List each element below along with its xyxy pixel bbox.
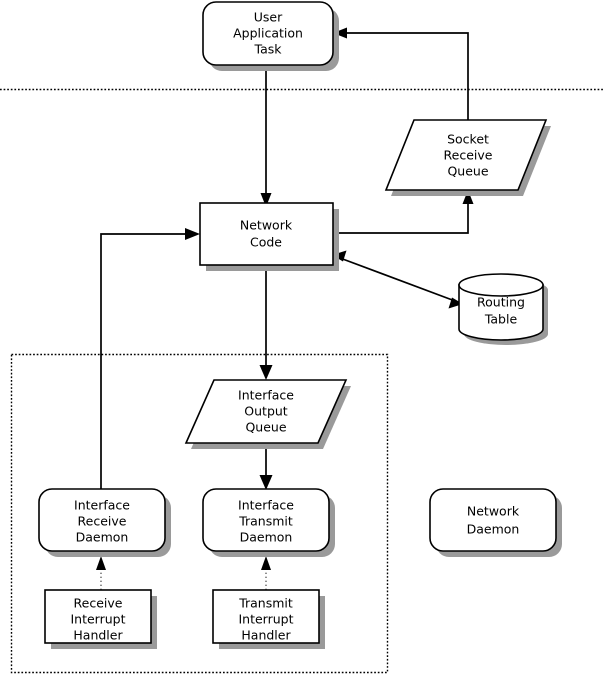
interface-transmit-daemon-label-line1: Interface: [238, 498, 294, 513]
user-application-task-label-line3: Task: [254, 42, 283, 57]
socket-receive-queue-box: [384, 119, 548, 191]
node-network-daemon[interactable]: Network Daemon: [429, 488, 562, 557]
node-receive-interrupt-handler[interactable]: Receive Interrupt Handler: [44, 589, 157, 649]
socket-receive-queue-label-line3: Queue: [447, 164, 488, 179]
interface-transmit-daemon-box: [202, 488, 330, 552]
interface-output-queue-label-line3: Queue: [245, 420, 286, 435]
interface-receive-daemon-label-line2: Receive: [78, 514, 127, 529]
transmit-interrupt-handler-label-line1: Transmit: [238, 596, 293, 611]
interface-receive-daemon-label-line3: Daemon: [76, 530, 129, 545]
interface-output-queue-label-line2: Output: [244, 404, 288, 419]
network-daemon-region-boundary: [10, 353, 389, 674]
network-code-box: [199, 202, 334, 266]
node-interface-transmit-daemon[interactable]: Interface Transmit Daemon: [202, 488, 335, 557]
network-daemon-box: [429, 488, 557, 552]
connector-network-code-to-routing-table: [332, 250, 463, 309]
interface-transmit-daemon-label-line2: Transmit: [238, 514, 293, 529]
interface-output-queue-label-line1: Interface: [238, 388, 294, 403]
transmit-interrupt-handler-box: [212, 589, 320, 644]
network-daemon-label-line1: Network: [467, 504, 520, 519]
connector-network-code-to-interface-output-queue: [259, 265, 273, 380]
node-socket-receive-queue[interactable]: Socket Receive Queue: [384, 119, 551, 196]
transmit-interrupt-handler-label-line2: Interrupt: [238, 612, 293, 627]
user-application-task-label-line2: Application: [233, 26, 303, 41]
interface-transmit-daemon-label-line3: Daemon: [240, 530, 293, 545]
network-code-label-line2: Code: [250, 235, 282, 250]
connector-network-code-to-socket-receive-queue: [333, 190, 474, 234]
network-code-label-line1: Network: [240, 218, 293, 233]
receive-interrupt-handler-label-line2: Interrupt: [70, 612, 125, 627]
node-routing-table[interactable]: Routing Table: [458, 273, 548, 345]
interface-output-queue-box: [184, 379, 348, 444]
transmit-interrupt-handler-label-line3: Handler: [241, 628, 291, 643]
socket-receive-queue-label-line1: Socket: [447, 132, 489, 147]
receive-interrupt-handler-label-line1: Receive: [74, 596, 123, 611]
connector-socket-receive-queue-to-user-task: [333, 27, 469, 120]
connector-receive-daemon-to-network-code: [100, 228, 200, 489]
receive-interrupt-handler-box: [44, 589, 152, 644]
node-transmit-interrupt-handler[interactable]: Transmit Interrupt Handler: [212, 589, 325, 649]
routing-table-cylinder: [458, 273, 544, 341]
node-interface-output-queue[interactable]: Interface Output Queue: [184, 379, 351, 449]
node-interface-receive-daemon[interactable]: Interface Receive Daemon: [38, 488, 171, 557]
routing-table-label-line2: Table: [484, 312, 518, 327]
network-daemon-label-line2: Daemon: [467, 522, 520, 537]
connector-receive-interrupt-handler-to-receive-daemon: [96, 556, 106, 590]
socket-receive-queue-label-line2: Receive: [444, 148, 493, 163]
connector-transmit-interrupt-handler-to-transmit-daemon: [261, 556, 271, 590]
routing-table-label-line1: Routing: [477, 295, 525, 310]
node-network-code[interactable]: Network Code: [199, 202, 339, 271]
node-user-application-task[interactable]: User Application Task: [202, 1, 339, 71]
connector-interface-output-queue-to-transmit-daemon: [259, 443, 273, 490]
user-application-task-box: [202, 1, 334, 66]
interface-receive-daemon-label-line1: Interface: [74, 498, 130, 513]
connector-user-task-to-network-code: [260, 65, 272, 207]
receive-interrupt-handler-label-line3: Handler: [73, 628, 123, 643]
user-application-task-label-line1: User: [254, 10, 283, 25]
interface-receive-daemon-box: [38, 488, 166, 552]
